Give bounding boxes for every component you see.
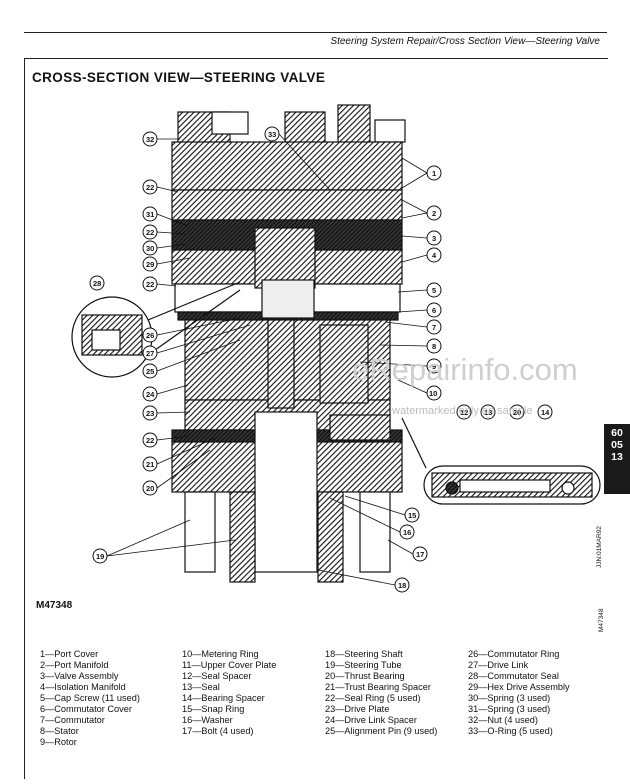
svg-text:22: 22 [146, 228, 154, 237]
svg-text:19: 19 [96, 552, 104, 561]
legend-item: 27—Drive Link [468, 660, 529, 670]
legend-item: 13—Seal [182, 682, 220, 692]
section-tab: 60 05 13 [604, 424, 630, 494]
detail-bearing [401, 417, 601, 505]
svg-text:15: 15 [408, 511, 416, 520]
figure-id: M47348 [36, 600, 73, 611]
legend-item: 9—Rotor [40, 737, 77, 747]
legend-item: 19—Steering Tube [325, 660, 402, 670]
legend-item: 2—Port Manifold [40, 660, 109, 670]
legend-item: 17—Bolt (4 used) [182, 726, 254, 736]
svg-text:24: 24 [146, 390, 155, 399]
svg-text:14: 14 [541, 408, 550, 417]
svg-text:21: 21 [146, 460, 154, 469]
legend-item: 14—Bearing Spacer [182, 693, 265, 703]
svg-text:31: 31 [146, 210, 154, 219]
detail-circle-28 [71, 281, 241, 378]
header-rule [24, 32, 607, 33]
svg-text:7: 7 [432, 323, 436, 332]
legend-item: 6—Commutator Cover [40, 704, 132, 714]
side-code-date: JJN:01MAR92 [596, 526, 603, 568]
svg-text:18: 18 [398, 581, 406, 590]
svg-text:2: 2 [432, 209, 436, 218]
legend-item: 18—Steering Shaft [325, 649, 403, 659]
legend-item: 28—Commutator Seal [468, 671, 559, 681]
legend-item: 25—Alignment Pin (9 used) [325, 726, 438, 736]
legend-item: 24—Drive Link Spacer [325, 715, 417, 725]
svg-text:23: 23 [146, 409, 154, 418]
svg-text:22: 22 [146, 183, 154, 192]
content-frame [24, 58, 608, 779]
svg-text:25: 25 [146, 367, 154, 376]
watermark: eRepairinfo.com [352, 352, 578, 387]
legend-item: 16—Washer [182, 715, 233, 725]
legend-column-4: 26—Commutator Ring 27—Drive Link 28—Comm… [468, 649, 570, 737]
legend-column-3: 18—Steering Shaft 19—Steering Tube 20—Th… [325, 649, 437, 737]
svg-text:10: 10 [429, 389, 437, 398]
legend-item: 11—Upper Cover Plate [182, 660, 277, 670]
svg-text:22: 22 [146, 436, 154, 445]
svg-text:27: 27 [146, 349, 154, 358]
svg-text:3: 3 [432, 234, 436, 243]
legend-item: 1—Port Cover [40, 649, 99, 659]
tab-line-3: 13 [611, 451, 623, 463]
svg-text:32: 32 [146, 135, 154, 144]
legend-column-2: 10—Metering Ring 11—Upper Cover Plate 12… [182, 649, 276, 737]
svg-text:20: 20 [146, 484, 154, 493]
legend-item: 12—Seal Spacer [182, 671, 252, 681]
svg-text:17: 17 [416, 550, 424, 559]
legend-item: 26—Commutator Ring [468, 649, 560, 659]
svg-text:33: 33 [268, 130, 276, 139]
svg-text:13: 13 [484, 408, 492, 417]
svg-text:8: 8 [432, 342, 436, 351]
svg-text:1: 1 [432, 169, 436, 178]
svg-text:5: 5 [432, 286, 436, 295]
side-code-figure: M47348 [598, 608, 605, 633]
svg-text:6: 6 [432, 306, 436, 315]
legend-item: 5—Cap Screw (11 used) [40, 693, 140, 703]
legend-item: 22—Seal Ring (5 used) [325, 693, 421, 703]
steering-tube [184, 491, 391, 583]
svg-text:4: 4 [432, 251, 437, 260]
svg-text:9: 9 [432, 362, 436, 371]
legend-item: 8—Stator [40, 726, 79, 736]
svg-text:22: 22 [146, 280, 154, 289]
legend-item: 20—Thrust Bearing [325, 671, 405, 681]
tab-line-2: 05 [611, 439, 623, 451]
legend-item: 21—Trust Bearing Spacer [325, 682, 431, 692]
legend-item: 31—Spring (3 used) [468, 704, 551, 714]
legend-item: 3—Valve Assembly [40, 671, 119, 681]
legend-item: 4—Isolation Manifold [40, 682, 126, 692]
legend-item: 23—Drive Plate [325, 704, 390, 714]
watermark-sub: watermarked only on sample [392, 405, 533, 417]
legend-item: 30—Spring (3 used) [468, 693, 551, 703]
tab-line-1: 60 [611, 427, 623, 439]
svg-text:20: 20 [513, 408, 521, 417]
svg-text:28: 28 [93, 279, 101, 288]
steering-shaft [254, 227, 391, 573]
legend-item: 32—Nut (4 used) [468, 715, 538, 725]
svg-text:29: 29 [146, 260, 154, 269]
legend-column-1: 1—Port Cover 2—Port Manifold 3—Valve Ass… [40, 649, 140, 748]
svg-text:16: 16 [403, 528, 411, 537]
svg-text:12: 12 [460, 408, 468, 417]
legend-item: 15—Snap Ring [182, 704, 245, 714]
svg-text:26: 26 [146, 331, 154, 340]
legend-item: 10—Metering Ring [182, 649, 259, 659]
legend-item: 29—Hex Drive Assembly [468, 682, 570, 692]
legend-item: 7—Commutator [40, 715, 105, 725]
svg-text:30: 30 [146, 244, 154, 253]
running-title: Steering System Repair/Cross Section Vie… [330, 36, 600, 47]
legend-item: 33—O-Ring (5 used) [468, 726, 553, 736]
section-title: CROSS-SECTION VIEW—STEERING VALVE [32, 70, 326, 85]
